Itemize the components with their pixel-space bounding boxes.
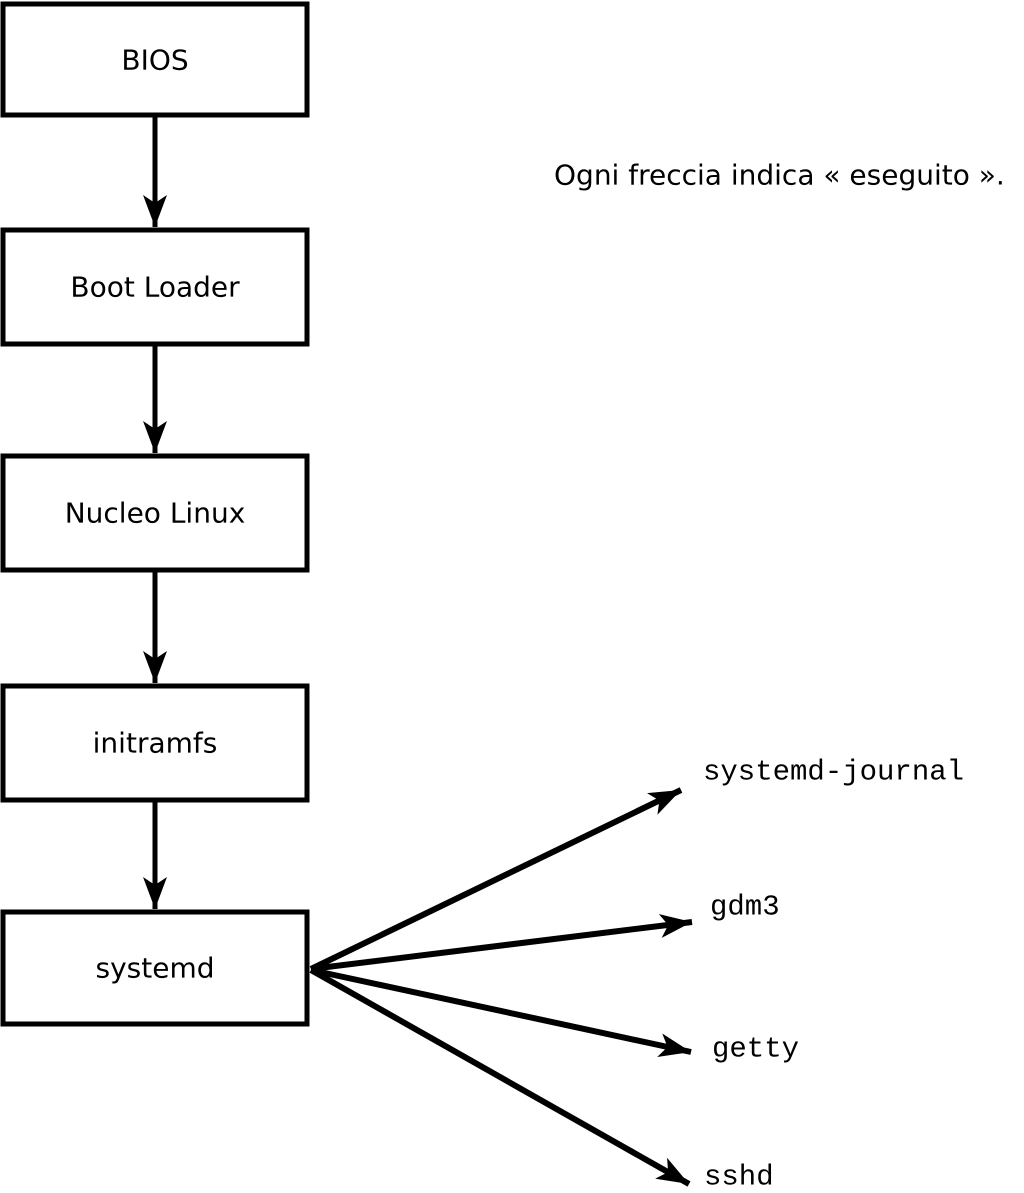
- node-boot-loader-box: [0, 227, 310, 347]
- node-systemd: systemd: [0, 909, 310, 1027]
- node-initramfs-label: initramfs: [93, 727, 218, 760]
- node-systemd-box: [0, 909, 310, 1027]
- node-boot-loader: Boot Loader: [0, 227, 310, 347]
- arrow-systemd-to-sshd: [309, 967, 691, 1187]
- arrow-systemd-to-getty: [310, 967, 692, 1057]
- node-nucleo-linux: Nucleo Linux: [0, 453, 310, 573]
- service-label-gdm3: gdm3: [710, 891, 780, 924]
- diagram-caption: Ogni freccia indica « eseguito ».: [554, 159, 1005, 192]
- node-bios-label: BIOS: [121, 44, 188, 77]
- service-label-sshd: sshd: [704, 1161, 774, 1193]
- arrow-systemd-to-gdm3: [310, 914, 693, 972]
- service-label-systemd-journal: systemd-journal: [703, 756, 964, 789]
- node-bios-box: [0, 1, 310, 118]
- node-systemd-label: systemd: [96, 952, 215, 985]
- node-nucleo-linux-label: Nucleo Linux: [65, 497, 246, 530]
- service-label-getty: getty: [712, 1033, 799, 1066]
- node-boot-loader-label: Boot Loader: [70, 271, 240, 304]
- arrow-systemd-to-systemd-journal: [309, 787, 683, 972]
- node-bios: BIOS: [0, 1, 310, 118]
- node-initramfs: initramfs: [0, 683, 310, 803]
- node-nucleo-linux-box: [0, 453, 310, 573]
- node-initramfs-box: [0, 683, 310, 803]
